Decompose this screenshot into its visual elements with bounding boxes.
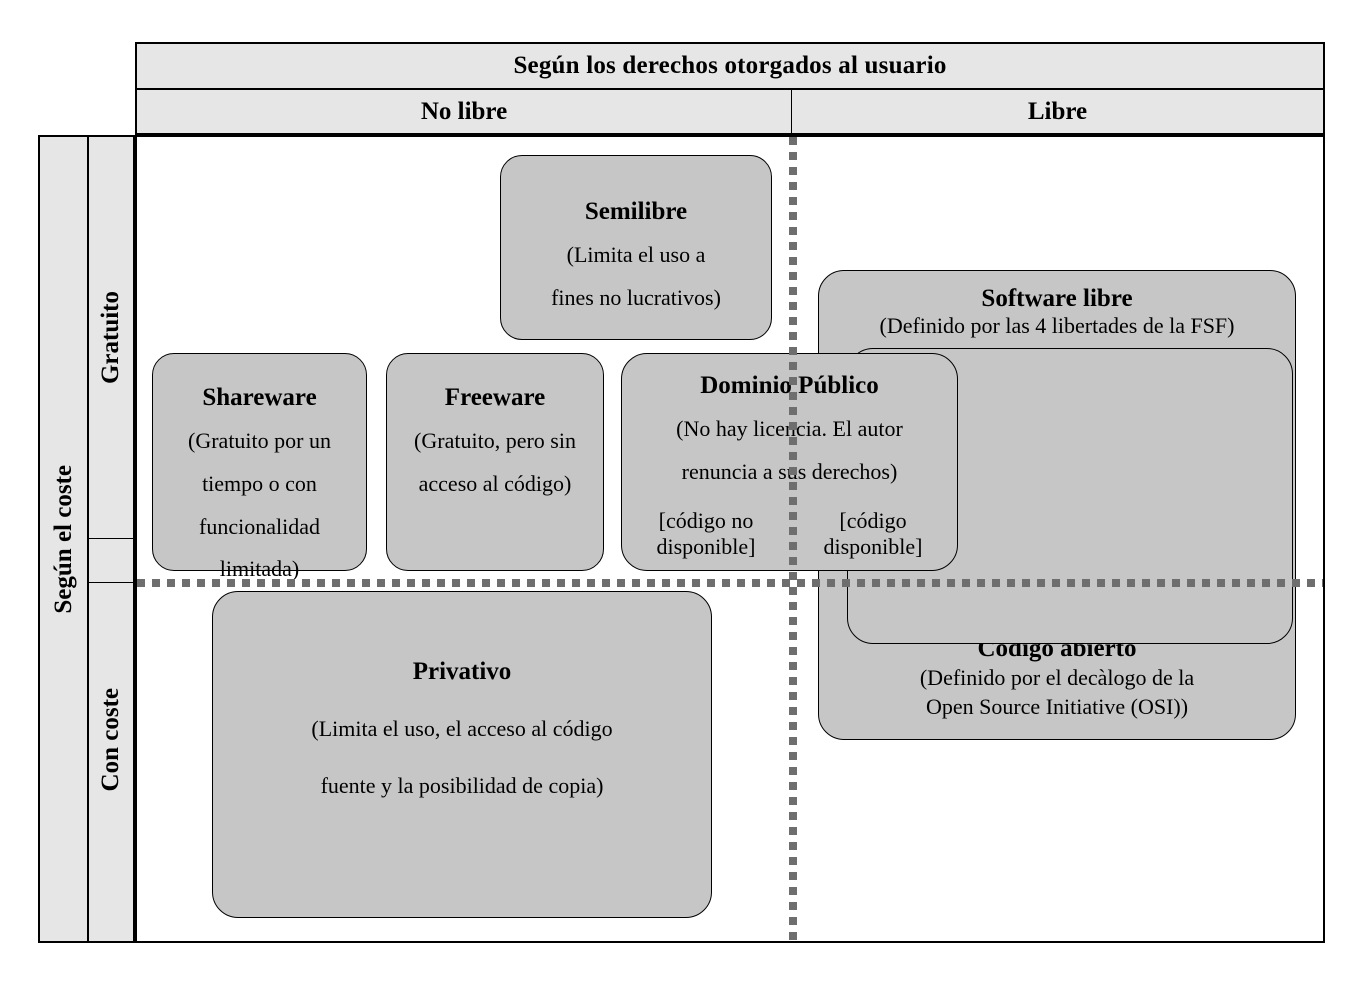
box-freeware-desc-2: acceso al código) — [418, 470, 572, 496]
dominio-publico-note-right-2: disponible] — [823, 534, 923, 560]
top-axis-title: Según los derechos otorgados al usuario — [135, 42, 1325, 89]
dominio-publico-note-right: [código disponible] — [803, 508, 943, 562]
dominio-publico-note-left-1: [código no — [658, 507, 754, 533]
box-semilibre[interactable]: Semilibre (Limita el uso a fines no lucr… — [500, 155, 772, 340]
box-codigo-abierto-desc-2: Open Source Initiative (OSI)) — [925, 694, 1189, 720]
box-shareware-desc-2: tiempo o con — [202, 470, 317, 496]
column-header-no-libre: No libre — [137, 90, 792, 133]
dominio-publico-note-left: [código no disponible] — [636, 508, 776, 562]
box-privativo[interactable]: Privativo (Limita el uso, el acceso al c… — [212, 591, 712, 918]
row-category-separator — [88, 582, 136, 583]
box-freeware-title: Freeware — [444, 384, 546, 411]
box-software-libre-desc-1: (Definido por las 4 libertades de la FSF… — [879, 313, 1235, 338]
column-header-libre: Libre — [792, 90, 1323, 133]
box-freeware-desc-1: (Gratuito, pero sin — [414, 428, 576, 453]
vertical-divider-dotted — [789, 137, 797, 941]
box-semilibre-title: Semilibre — [584, 198, 688, 225]
left-axis-categories: Gratuito Con coste — [88, 135, 135, 943]
box-shareware-desc-3: funcionalidad — [199, 513, 320, 539]
left-axis-title-label: Según el coste — [49, 464, 77, 614]
box-shareware[interactable]: Shareware (Gratuito por un tiempo o con … — [152, 353, 367, 581]
box-freeware[interactable]: Freeware (Gratuito, pero sin acceso al c… — [386, 353, 604, 571]
box-shareware-title: Shareware — [202, 384, 317, 411]
codigo-abierto-caption: Código abierto (Definido por el decàlogo… — [819, 635, 1295, 721]
row-header-con-coste: Con coste — [89, 539, 133, 941]
row-header-gratuito-label: Gratuito — [97, 290, 124, 385]
row-header-gratuito: Gratuito — [89, 137, 133, 539]
box-privativo-desc-2: fuente y la posibilidad de copia) — [320, 772, 604, 798]
dominio-publico-note-left-2: disponible] — [656, 534, 756, 560]
horizontal-divider-dotted — [137, 579, 1323, 587]
box-privativo-title: Privativo — [412, 658, 512, 685]
column-header-libre-label: Libre — [1027, 97, 1088, 125]
dominio-publico-notes: [código no disponible] [código disponibl… — [622, 508, 957, 562]
box-shareware-desc-4: limitada) — [219, 556, 300, 582]
box-privativo-desc-1: (Limita el uso, el acceso al código — [311, 716, 613, 741]
box-codigo-abierto-desc-1: (Definido por el decàlogo de la — [919, 665, 1195, 691]
box-shareware-desc-1: (Gratuito por un — [188, 428, 331, 453]
column-header-no-libre-label: No libre — [420, 97, 508, 125]
left-axis-title: Según el coste — [38, 135, 88, 943]
top-axis-categories: No libre Libre — [135, 89, 1325, 135]
box-semilibre-desc-1: (Limita el uso a — [566, 242, 706, 267]
box-software-libre-title: Software libre — [981, 285, 1133, 312]
row-header-con-coste-label: Con coste — [97, 688, 124, 792]
box-semilibre-desc-2: fines no lucrativos) — [551, 284, 721, 310]
dominio-publico-note-right-1: [código — [839, 507, 907, 533]
top-axis-title-label: Según los derechos otorgados al usuario — [513, 52, 947, 79]
